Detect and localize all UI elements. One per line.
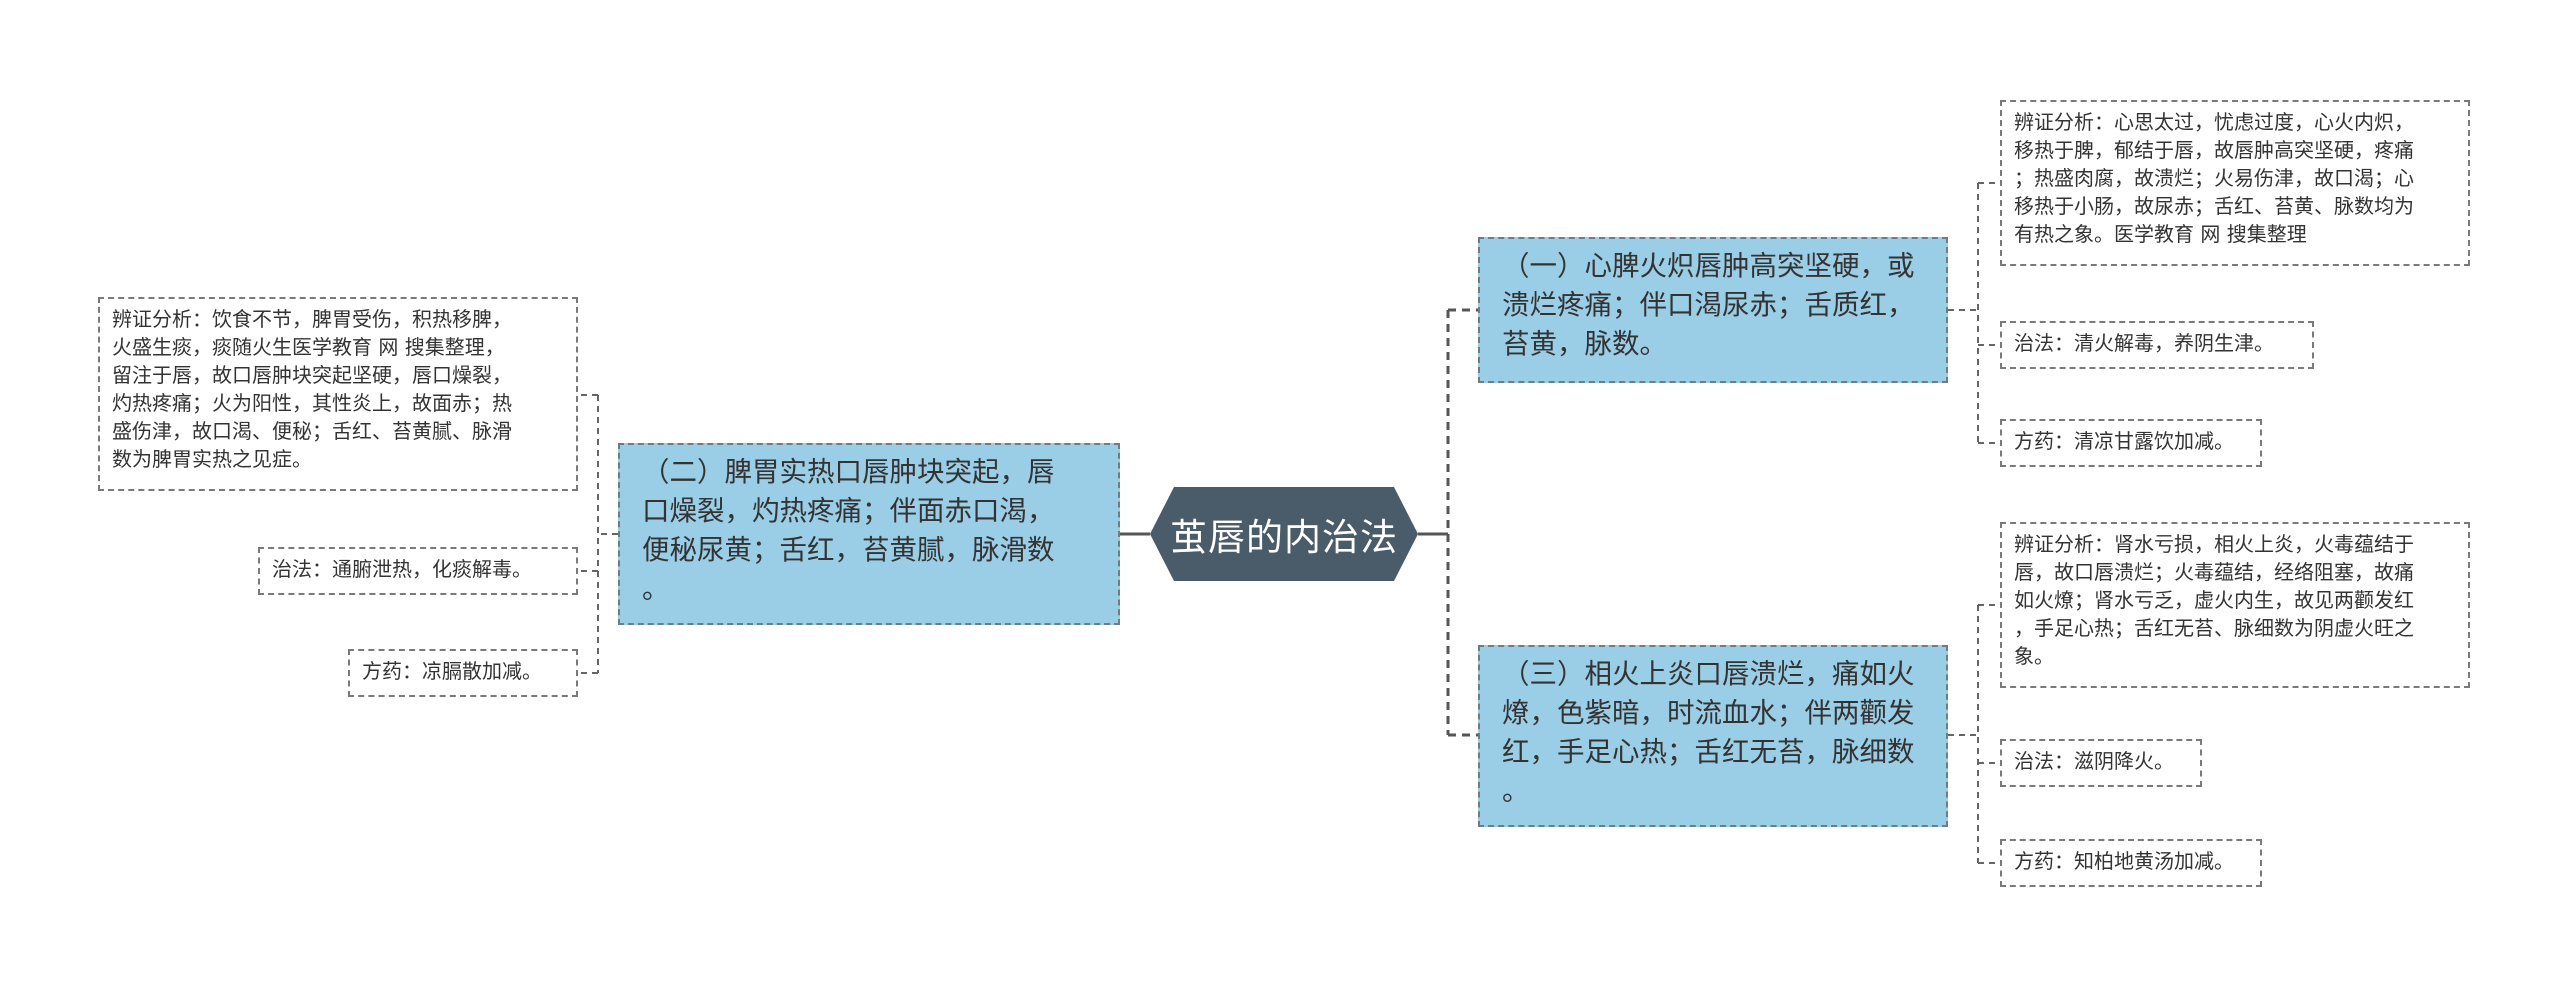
leaf-line: 方药：清凉甘露饮加减。 xyxy=(2014,429,2234,453)
leaf-line: 灼热疼痛；火为阳性，其性炎上，故面赤；热 xyxy=(112,391,512,415)
leaf-line: 盛伤津，故口渴、便秘；舌红、苔黄腻、脉滑 xyxy=(112,419,512,443)
leaf-line: 辨证分析：心思太过，忧虑过度，心火内炽， xyxy=(2014,110,2414,134)
branch-node-2[interactable]: （二）脾胃实热口唇肿块突起，唇 口燥裂，灼热疼痛；伴面赤口渴， 便秘尿黄；舌红，… xyxy=(618,443,1120,625)
root-node[interactable]: 茧唇的内治法 xyxy=(1150,487,1418,581)
branch-2-line: （二）脾胃实热口唇肿块突起，唇 xyxy=(642,456,1055,488)
leaf-line: ；热盛肉腐，故溃烂；火易伤津，故口渴；心 xyxy=(2014,166,2414,190)
leaf-line: 如火燎；肾水亏乏，虚火内生，故见两颧发红 xyxy=(2014,588,2414,612)
branch-2-line: 口燥裂，灼热疼痛；伴面赤口渴， xyxy=(642,495,1055,527)
branch-node-3[interactable]: （三）相火上炎口唇溃烂，痛如火 燎，色紫暗，时流血水；伴两颧发 红，手足心热；舌… xyxy=(1478,645,1948,827)
branch-node-1[interactable]: （一）心脾火炽唇肿高突坚硬，或 溃烂疼痛；伴口渴尿赤；舌质红， 苔黄，脉数。 xyxy=(1478,237,1948,383)
leaf-line: 数为脾胃实热之见症。 xyxy=(112,447,312,471)
branch-3-line: 。 xyxy=(1502,775,1530,807)
leaf-line: 治法：滋阴降火。 xyxy=(2014,749,2174,773)
leaf-treatment-3[interactable]: 治法：滋阴降火。 xyxy=(2000,739,2202,787)
branch-3-line: （三）相火上炎口唇溃烂，痛如火 xyxy=(1502,658,1915,690)
branch-1-line: 溃烂疼痛；伴口渴尿赤；舌质红， xyxy=(1502,289,1915,321)
leaf-line: 辨证分析：饮食不节，脾胃受伤，积热移脾， xyxy=(112,307,512,331)
leaf-line: ，手足心热；舌红无苔、脉细数为阴虚火旺之 xyxy=(2014,616,2414,640)
leaf-line: 治法：清火解毒，养阴生津。 xyxy=(2014,331,2274,355)
leaf-line: 火盛生痰，痰随火生医学教育 网 搜集整理， xyxy=(112,335,505,359)
root-label: 茧唇的内治法 xyxy=(1170,516,1398,559)
leaf-line: 方药：凉膈散加减。 xyxy=(362,659,542,683)
leaf-analysis-2[interactable]: 辨证分析：饮食不节，脾胃受伤，积热移脾， 火盛生痰，痰随火生医学教育 网 搜集整… xyxy=(98,297,578,491)
leaf-line: 移热于小肠，故尿赤；舌红、苔黄、脉数均为 xyxy=(2014,194,2414,218)
branch-2-line: 便秘尿黄；舌红，苔黄腻，脉滑数 xyxy=(642,534,1055,566)
branch-1-line: 苔黄，脉数。 xyxy=(1502,328,1667,360)
leaf-line: 辨证分析：肾水亏损，相火上炎，火毒蕴结于 xyxy=(2014,532,2414,556)
leaf-line: 治法：通腑泄热，化痰解毒。 xyxy=(272,557,532,581)
leaf-line: 方药：知柏地黄汤加减。 xyxy=(2014,849,2234,873)
leaf-analysis-3[interactable]: 辨证分析：肾水亏损，相火上炎，火毒蕴结于 唇，故口唇溃烂；火毒蕴结，经络阻塞，故… xyxy=(2000,522,2470,688)
branch-1-line: （一）心脾火炽唇肿高突坚硬，或 xyxy=(1502,250,1915,282)
leaf-line: 移热于脾，郁结于唇，故唇肿高突坚硬，疼痛 xyxy=(2014,138,2414,162)
leaf-prescription-1[interactable]: 方药：清凉甘露饮加减。 xyxy=(2000,419,2262,467)
leaf-treatment-1[interactable]: 治法：清火解毒，养阴生津。 xyxy=(2000,321,2314,369)
leaf-line: 留注于唇，故口唇肿块突起坚硬，唇口燥裂， xyxy=(112,363,512,387)
leaf-treatment-2[interactable]: 治法：通腑泄热，化痰解毒。 xyxy=(258,547,578,595)
leaf-analysis-1[interactable]: 辨证分析：心思太过，忧虑过度，心火内炽， 移热于脾，郁结于唇，故唇肿高突坚硬，疼… xyxy=(2000,100,2470,266)
branch-3-line: 燎，色紫暗，时流血水；伴两颧发 xyxy=(1502,697,1915,729)
leaf-prescription-2[interactable]: 方药：凉膈散加减。 xyxy=(348,649,578,697)
branch-3-line: 红，手足心热；舌红无苔，脉细数 xyxy=(1502,736,1915,768)
leaf-prescription-3[interactable]: 方药：知柏地黄汤加减。 xyxy=(2000,839,2262,887)
leaf-line: 唇，故口唇溃烂；火毒蕴结，经络阻塞，故痛 xyxy=(2014,560,2414,584)
leaf-line: 有热之象。医学教育 网 搜集整理 xyxy=(2014,222,2307,246)
branch-2-line: 。 xyxy=(642,573,670,605)
leaf-line: 象。 xyxy=(2014,644,2054,668)
